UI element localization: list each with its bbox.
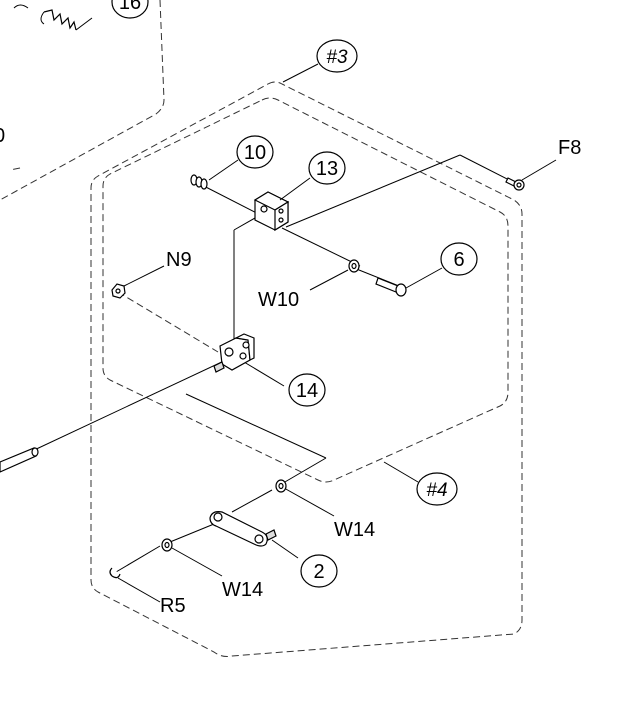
washer-w10-hole [351, 262, 357, 270]
lever-part [209, 511, 277, 547]
callout-2: 2 [300, 554, 338, 588]
callout-16: 16 [111, 0, 149, 19]
upper-left-boundary [0, 0, 165, 201]
shaft-part [0, 447, 39, 473]
svg-text:10: 10 [244, 142, 266, 164]
screw-part-f8 [505, 177, 525, 191]
left-edge-dashed-line [9, 167, 21, 171]
svg-text:16: 16 [119, 0, 141, 14]
svg-text:13: 13 [316, 158, 338, 180]
group-label-3: #3 [282, 39, 358, 83]
leader-w10 [309, 269, 349, 291]
svg-text:6: 6 [453, 249, 464, 271]
label-f8: F8 [558, 137, 581, 159]
label-w14-left: W14 [222, 579, 263, 601]
svg-text:#4: #4 [426, 480, 447, 501]
small-spring-part [190, 174, 208, 190]
callout-14: 14 [288, 373, 326, 407]
screw-part-6 [375, 277, 407, 297]
label-n9: N9 [166, 249, 192, 271]
svg-text:#3: #3 [326, 47, 348, 68]
label-w10: W10 [258, 289, 299, 311]
group-4-boundary [102, 97, 509, 483]
leader-n9 [123, 265, 165, 287]
block-part [253, 191, 290, 232]
label-r5: R5 [160, 595, 186, 617]
leader-f8 [521, 159, 557, 181]
callout-13: 13 [279, 151, 346, 201]
group-3-boundary [90, 81, 523, 657]
washer-w14-right-hole [278, 482, 284, 490]
washer-w14-left-hole [164, 541, 170, 549]
nut-n9 [111, 283, 126, 299]
spring-part [13, 4, 93, 31]
retaining-ring-r5 [109, 567, 121, 579]
bracket-part [213, 333, 255, 373]
svg-text:14: 14 [296, 380, 318, 402]
group-label-4: #4 [383, 461, 458, 506]
svg-text:2: 2 [313, 561, 324, 583]
callout-6: 6 [405, 242, 478, 289]
label-w14-right: W14 [334, 519, 375, 541]
label-edge-zero: 0 [0, 125, 5, 147]
callout-10: 10 [208, 135, 274, 181]
assembly-axis-lines [29, 154, 516, 603]
